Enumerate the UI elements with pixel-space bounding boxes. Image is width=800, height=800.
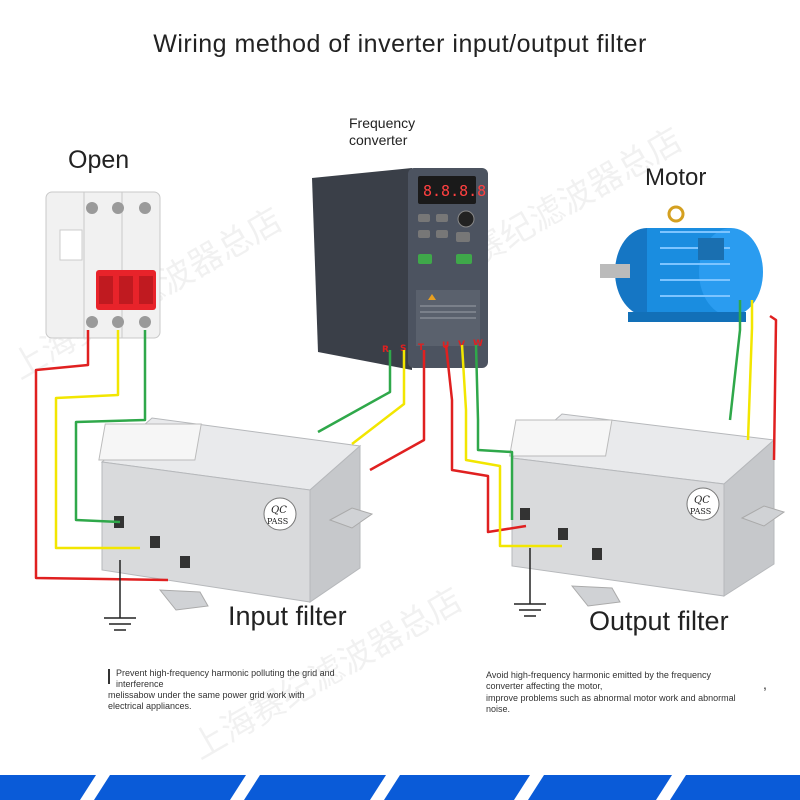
- wire-red-input-inverter: [369, 350, 426, 472]
- label-open: Open: [68, 146, 130, 174]
- terminal-w: W: [473, 339, 483, 349]
- wire-red-output-motor: [769, 314, 778, 461]
- input-filter-note-line1: Prevent high-frequency harmonic pollutin…: [116, 668, 335, 689]
- circuit-breaker: [45, 191, 161, 339]
- label-input-filter: Input filter: [228, 601, 347, 631]
- terminal-s: S: [400, 344, 406, 354]
- wire-green-output-motor: [728, 300, 742, 421]
- wire-yellow-output-motor: [746, 300, 754, 441]
- label-frequency-converter-line2: converter: [349, 132, 408, 148]
- input-filter: QC PASS: [98, 417, 374, 611]
- output-filter: QC PASS: [509, 413, 786, 607]
- page-title: Wiring method of inverter input/output f…: [153, 30, 647, 58]
- ground-symbol-left: [104, 560, 136, 631]
- output-filter-note-line2: improve problems such as abnormal motor …: [486, 693, 736, 714]
- terminal-v: V: [458, 340, 465, 350]
- wire-yellow-input-inverter: [351, 350, 406, 445]
- ground-symbol-right: [514, 548, 546, 617]
- wire-green-inverter-output: [474, 344, 514, 520]
- label-frequency-converter: Frequency converter: [349, 115, 439, 149]
- wire-red-breaker-input: [34, 330, 169, 582]
- terminal-t: T: [418, 343, 425, 353]
- terminal-r: R: [382, 345, 389, 355]
- label-frequency-converter-line1: Frequency: [349, 115, 416, 131]
- motor: [600, 205, 763, 322]
- blue-footer-band: [0, 775, 800, 800]
- label-motor: Motor: [645, 164, 707, 191]
- output-filter-qc-badge: QC: [694, 495, 710, 506]
- wire-yellow-inverter-output: [460, 344, 562, 548]
- inverter-display-readout: 8.8.8.8: [423, 182, 486, 200]
- wire-green-input-inverter: [317, 350, 392, 434]
- input-filter-note-line2: melissabow under the same power grid wor…: [108, 690, 305, 711]
- wire-red-inverter-output: [444, 344, 527, 534]
- output-filter-note-line1: Avoid high-frequency harmonic emitted by…: [486, 670, 711, 691]
- frequency-converter: 8.8.8.8 R S T U V W: [312, 168, 488, 370]
- note-marker: [108, 669, 110, 684]
- input-filter-pass-badge: PASS: [267, 517, 288, 526]
- input-filter-qc-badge: QC: [271, 505, 287, 516]
- stray-comma-mark: ,: [763, 676, 767, 692]
- wire-yellow-breaker-input: [54, 330, 140, 550]
- wire-green-breaker-input: [74, 330, 147, 524]
- output-filter-pass-badge: PASS: [690, 507, 711, 516]
- wires: [34, 300, 778, 582]
- label-output-filter: Output filter: [589, 606, 729, 636]
